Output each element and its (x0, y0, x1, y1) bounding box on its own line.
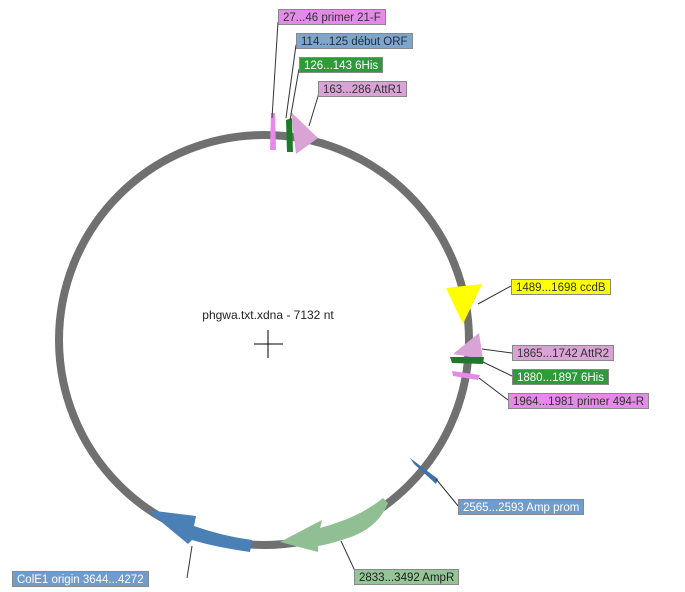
cole1-origin-arrow[interactable] (147, 510, 252, 552)
feature-label-attr2[interactable]: 1865...1742 AttR2 (512, 345, 615, 361)
feature-label-amp-prom[interactable]: 2565...2593 Amp prom (458, 499, 585, 515)
leader-ccdb (477, 285, 512, 305)
ampr-arrow[interactable] (280, 498, 388, 552)
leader-6his-2 (482, 361, 513, 377)
leader-6his-1 (289, 68, 300, 121)
attr1-arrow[interactable] (291, 112, 318, 154)
feature-label-cole1-origin[interactable]: ColE1 origin 3644...4272 (12, 571, 149, 587)
feature-label-debut-orf[interactable]: 114...125 début ORF (296, 33, 413, 49)
feature-label-primer-494-r[interactable]: 1964...1981 primer 494-R (508, 393, 650, 409)
6his-1-arrow[interactable] (286, 118, 293, 152)
amp-prom-arrow[interactable] (410, 458, 438, 484)
feature-label-ccdb[interactable]: 1489...1698 ccdB (511, 279, 611, 295)
leader-amp-prom (435, 478, 460, 508)
primer-21-f-arrow[interactable] (270, 113, 276, 150)
ccdb-arrow[interactable] (446, 284, 482, 324)
feature-label-primer-21-f[interactable]: 27...46 primer 21-F (278, 9, 386, 25)
primer-494-r-arrow[interactable] (452, 371, 480, 380)
leader-debut-orf (285, 44, 297, 119)
leader-attr1 (308, 92, 320, 127)
plasmid-title: phgwa.txt.xdna - 7132 nt (202, 308, 334, 322)
6his-2-arrow[interactable] (450, 357, 484, 364)
leader-primer-494-r (478, 377, 509, 401)
feature-label-6his-2[interactable]: 1880...1897 6His (512, 369, 609, 385)
leader-lines (186, 21, 513, 579)
leader-primer-21-f (271, 21, 279, 119)
leader-attr2 (481, 348, 513, 354)
feature-label-6his-1[interactable]: 126...143 6His (299, 57, 384, 73)
feature-label-ampr[interactable]: 2833...3492 AmpR (354, 569, 460, 585)
plasmid-backbone (55, 131, 473, 549)
center-crosshair (254, 330, 283, 358)
feature-label-attr1[interactable]: 163...286 AttR1 (318, 81, 408, 97)
attr2-arrow[interactable] (453, 333, 483, 359)
leader-ampr (340, 540, 356, 572)
leader-cole1-origin (186, 545, 193, 579)
